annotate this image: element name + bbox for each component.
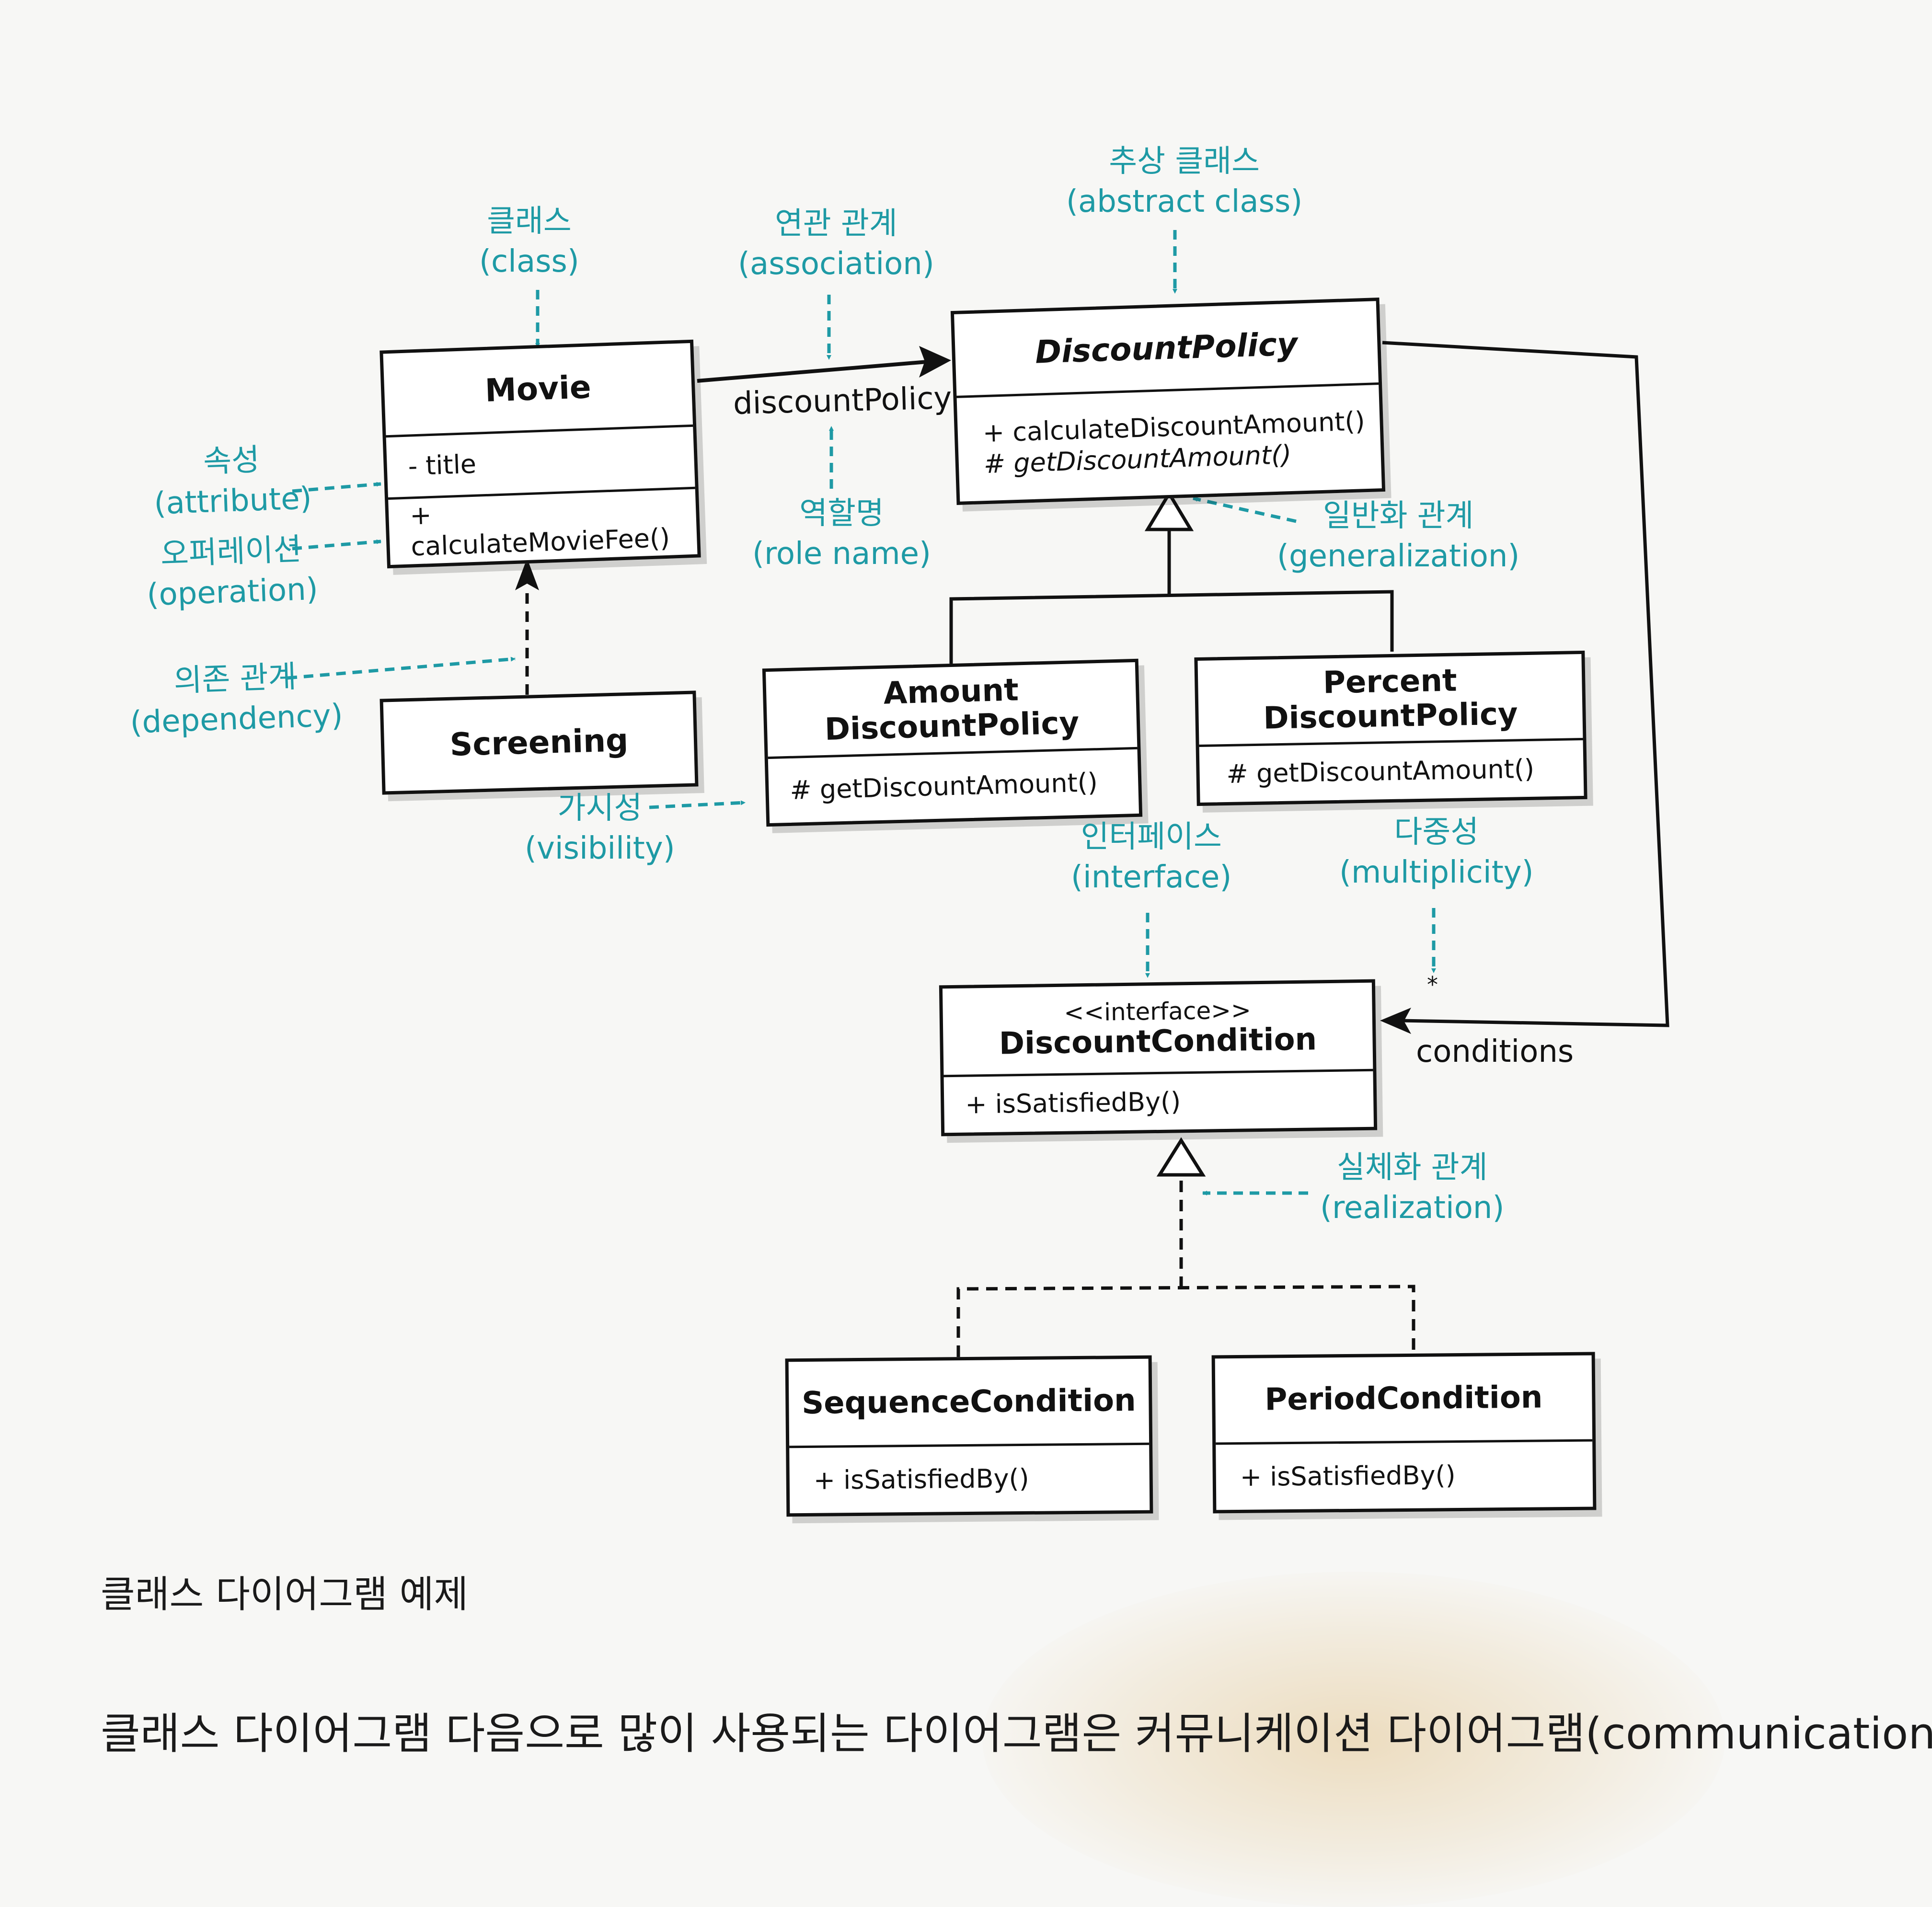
sequence-condition-class-box: SequenceCondition + isSatisfiedBy() bbox=[785, 1355, 1153, 1517]
operation-row: + isSatisfiedBy() bbox=[1240, 1459, 1456, 1492]
screening-class-box: Screening bbox=[380, 690, 699, 795]
annotation-arrows bbox=[287, 230, 1436, 1195]
period-condition-class-box: PeriodCondition + isSatisfiedBy() bbox=[1211, 1352, 1597, 1514]
realization-lines bbox=[956, 1137, 1415, 1357]
interface-stereotype: <<interface>> bbox=[1063, 996, 1252, 1027]
annotation-role-name: 역할명 (role name) bbox=[752, 494, 931, 574]
annotation-ko: 가시성 bbox=[557, 791, 643, 826]
annotation-en: (association) bbox=[738, 246, 934, 282]
annotation-ko: 추상 클래스 bbox=[1109, 144, 1260, 179]
class-name-line1: Percent bbox=[1322, 663, 1458, 701]
annotation-ko: 인터페이스 bbox=[1081, 819, 1222, 855]
multiplicity-star: * bbox=[1427, 972, 1438, 998]
class-name-line2: DiscountPolicy bbox=[824, 705, 1080, 747]
annotation-en: (role name) bbox=[752, 536, 931, 572]
annotation-ko: 오퍼레이션 bbox=[160, 531, 302, 573]
annotation-dependency: 의존 관계 (dependency) bbox=[128, 655, 344, 743]
role-name-conditions: conditions bbox=[1416, 1034, 1574, 1069]
operation-row: + calculateMovieFee() bbox=[409, 500, 671, 562]
class-name: Amount DiscountPolicy bbox=[765, 662, 1138, 759]
annotation-en: (visibility) bbox=[525, 831, 675, 867]
annotation-class: 클래스 (class) bbox=[479, 201, 579, 282]
annotation-en: (interface) bbox=[1071, 860, 1232, 896]
annotation-en: (attribute) bbox=[153, 481, 312, 522]
amount-discount-policy-class-box: Amount DiscountPolicy # getDiscountAmoun… bbox=[762, 658, 1143, 827]
annotation-attribute: 속성 (attribute) bbox=[152, 438, 312, 524]
annotation-en: (generalization) bbox=[1277, 539, 1520, 574]
annotation-ko: 클래스 bbox=[487, 204, 572, 239]
annotation-en: (abstract class) bbox=[1066, 184, 1303, 220]
annotation-visibility: 가시성 (visibility) bbox=[525, 788, 675, 869]
figure-caption: 클래스 다이어그램 예제 bbox=[101, 1573, 469, 1616]
class-name: Movie bbox=[383, 343, 693, 438]
annotation-en: (multiplicity) bbox=[1339, 855, 1534, 891]
role-name-discount-policy: discountPolicy bbox=[733, 380, 953, 422]
association-line bbox=[697, 346, 951, 383]
class-name: PeriodCondition bbox=[1215, 1355, 1593, 1445]
discount-policy-class-box: DiscountPolicy + calculateDiscountAmount… bbox=[950, 298, 1386, 505]
annotation-en: (realization) bbox=[1320, 1190, 1505, 1226]
discount-condition-interface-box: <<interface>> DiscountCondition + isSati… bbox=[939, 979, 1378, 1137]
class-name-line2: DiscountPolicy bbox=[1263, 696, 1518, 736]
annotation-abstract-class: 추상 클래스 (abstract class) bbox=[1066, 141, 1302, 222]
annotation-ko: 실체화 관계 bbox=[1336, 1150, 1488, 1185]
class-name: Screening bbox=[449, 722, 629, 763]
annotation-interface: 인터페이스 (interface) bbox=[1071, 817, 1231, 898]
annotation-multiplicity: 다중성 (multiplicity) bbox=[1339, 812, 1534, 893]
uml-diagram-canvas bbox=[287, 230, 1669, 1357]
class-name-line1: Amount bbox=[883, 672, 1019, 712]
annotation-en: (dependency) bbox=[129, 698, 344, 741]
operations-row: + calculateDiscountAmount() # getDiscoun… bbox=[957, 385, 1382, 502]
operation-row: # getDiscountAmount() bbox=[1226, 753, 1535, 789]
annotation-ko: 역할명 bbox=[799, 496, 884, 531]
dependency-line bbox=[515, 558, 539, 695]
operation-row: + isSatisfiedBy() bbox=[965, 1086, 1181, 1120]
attribute-row: - title bbox=[386, 426, 695, 500]
abstract-class-name: DiscountPolicy bbox=[1035, 325, 1298, 371]
annotation-ko: 속성 bbox=[202, 442, 261, 480]
interface-name: <<interface>> DiscountCondition bbox=[942, 982, 1373, 1078]
annotation-realization: 실체화 관계 (realization) bbox=[1320, 1148, 1504, 1229]
class-name: SequenceCondition bbox=[788, 1358, 1150, 1448]
annotation-en: (operation) bbox=[146, 572, 319, 613]
conditions-association-line bbox=[1380, 341, 1669, 1034]
class-name-text: DiscountCondition bbox=[999, 1022, 1317, 1062]
movie-class-box: Movie - title + calculateMovieFee() bbox=[380, 339, 701, 569]
percent-discount-policy-class-box: Percent DiscountPolicy # getDiscountAmou… bbox=[1194, 650, 1587, 806]
annotation-generalization: 일반화 관계 (generalization) bbox=[1277, 496, 1519, 577]
class-name: DiscountPolicy bbox=[954, 301, 1379, 398]
class-name: Percent DiscountPolicy bbox=[1197, 654, 1583, 747]
generalization-lines bbox=[949, 490, 1394, 665]
annotation-ko: 의존 관계 bbox=[173, 659, 297, 699]
annotation-ko: 다중성 bbox=[1394, 815, 1479, 850]
annotation-operation: 오퍼레이션 (operation) bbox=[145, 529, 319, 616]
annotation-association: 연관 관계 (association) bbox=[738, 204, 934, 285]
operation-row: # getDiscountAmount() bbox=[789, 767, 1098, 805]
operation-row: + isSatisfiedBy() bbox=[813, 1463, 1029, 1495]
annotation-ko: 연관 관계 bbox=[774, 206, 897, 241]
body-paragraph: 클래스 다이어그램 다음으로 많이 사용되는 다이어그램은 커뮤니케이션 다이어… bbox=[101, 1709, 1932, 1759]
annotation-en: (class) bbox=[479, 244, 579, 280]
annotation-ko: 일반화 관계 bbox=[1322, 498, 1474, 534]
